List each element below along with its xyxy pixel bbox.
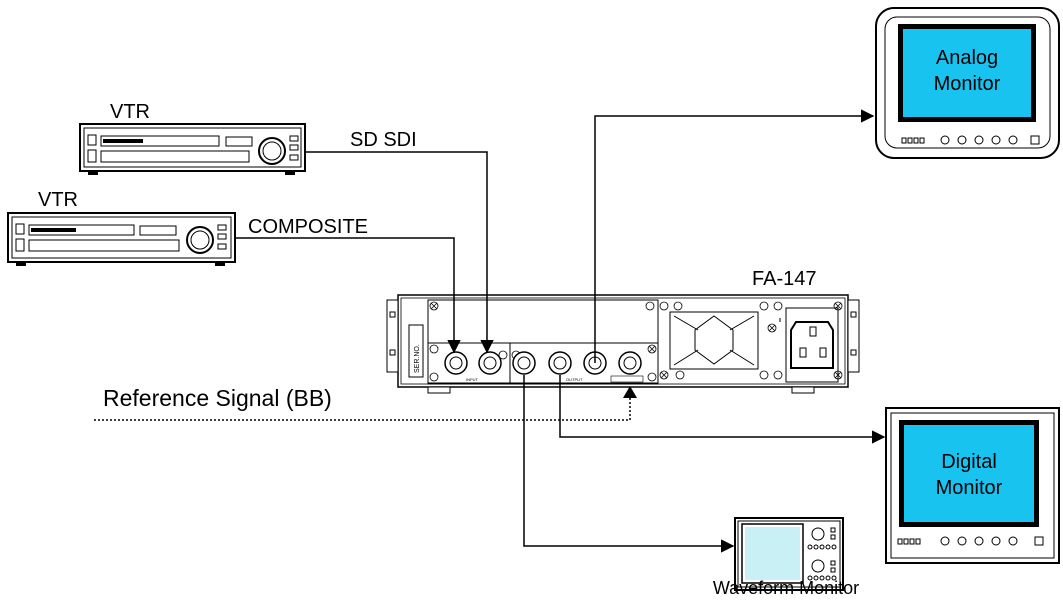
reference-signal-label: Reference Signal (BB) (103, 385, 332, 411)
analog-output-cable (594, 109, 875, 363)
vtr-bottom-label: VTR (38, 189, 78, 211)
composite-cable (235, 237, 461, 354)
sd-sdi-label: SD SDI (350, 129, 417, 151)
waveform-monitor (734, 517, 844, 591)
bnc-connectors (444, 351, 642, 375)
vtr-bottom (7, 212, 236, 266)
panel-input-label: INPUT (466, 377, 479, 382)
waveform-output-cable (523, 375, 735, 553)
composite-label: COMPOSITE (248, 216, 368, 238)
waveform-monitor-screen (745, 527, 800, 580)
fa147-unit: SER.NO. (386, 294, 860, 394)
device-label: FA-147 (752, 268, 816, 290)
ser-no-label: SER.NO. (414, 344, 421, 373)
digital-monitor (885, 407, 1060, 564)
digital-monitor-label-line2: Monitor (936, 477, 1003, 499)
vtr-top-label: VTR (110, 101, 150, 123)
panel-output-label: OUTPUT (566, 377, 583, 382)
analog-monitor-label-line1: Analog (936, 47, 998, 69)
connection-lines (235, 109, 886, 553)
sd-sdi-cable (305, 151, 494, 354)
digital-monitor-label-line1: Digital (941, 451, 997, 473)
vtr-top (79, 123, 306, 175)
analog-monitor (875, 7, 1060, 159)
analog-monitor-label-line2: Monitor (934, 73, 1001, 95)
analog-monitor-screen (903, 29, 1031, 117)
digital-monitor-screen (904, 425, 1034, 522)
digital-output-cable (559, 375, 886, 444)
reference-signal-cable (94, 388, 631, 421)
waveform-monitor-label: Waveform Monitor (713, 578, 859, 598)
reference-arrowhead (623, 386, 637, 398)
